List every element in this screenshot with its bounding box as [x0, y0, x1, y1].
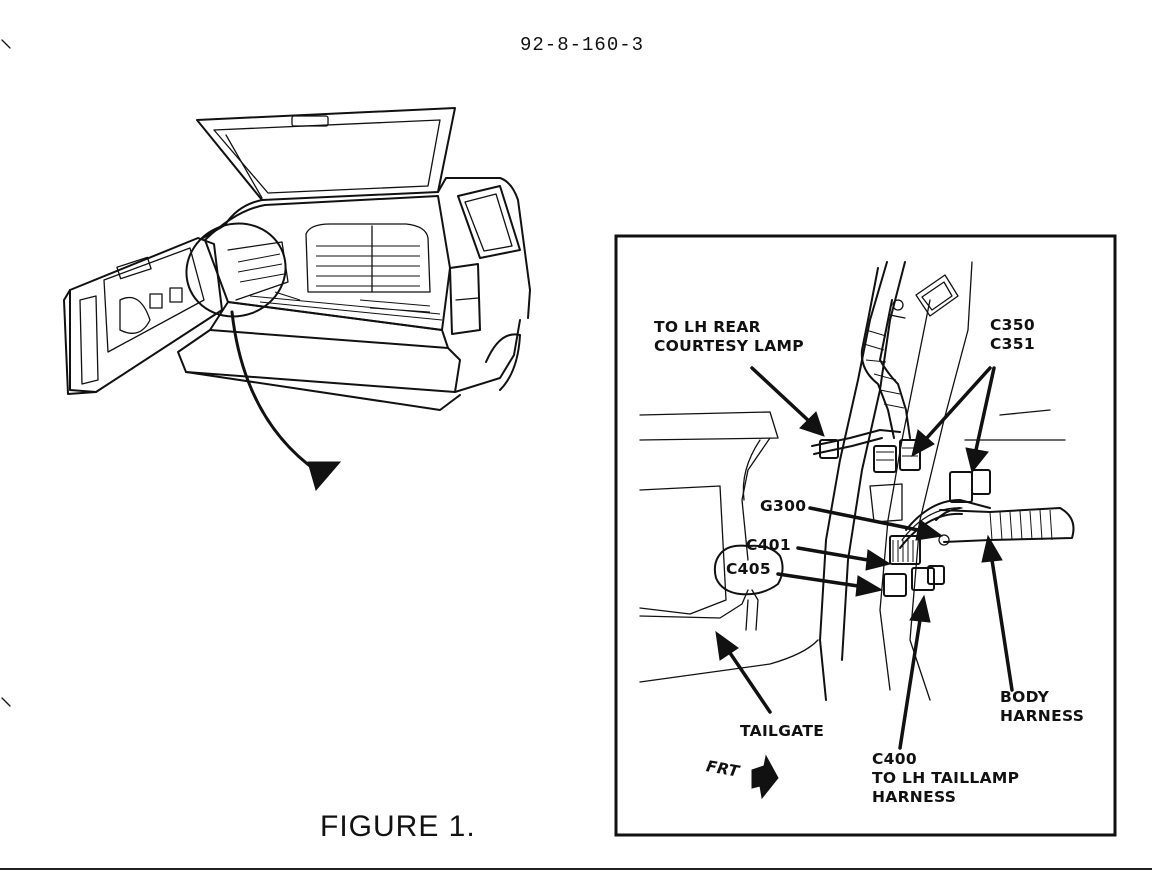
label-c400: C400 TO LH TAILLAMP HARNESS: [872, 750, 1019, 807]
detail-view-linework: [639, 261, 1075, 701]
label-line: C400: [872, 750, 917, 768]
c405-bubble: [713, 544, 784, 596]
label-c405: C405: [726, 560, 771, 578]
label-c401: C401: [746, 536, 791, 554]
margin-tick-bottom: [1, 697, 11, 707]
label-line: TO LH TAILLAMP: [872, 769, 1020, 787]
detail-circle: [185, 222, 287, 318]
label-line: BODY: [1000, 688, 1050, 706]
arrow-c351: [974, 366, 996, 452]
arrow-tailgate: [726, 648, 772, 714]
label-tailgate: TAILGATE: [740, 722, 825, 740]
vehicle-rear-illustration: [63, 107, 531, 492]
label-courtesy-lamp: TO LH REAR COURTESY LAMP: [654, 318, 804, 356]
label-c350: C350: [990, 316, 1035, 334]
arrow-c401: [796, 546, 870, 562]
arrow-c400: [898, 618, 922, 750]
label-c351: C351: [990, 335, 1035, 353]
arrow-courtesy-lamp: [750, 366, 812, 424]
arrow-body-harness: [990, 558, 1014, 692]
arrow-g300: [808, 506, 920, 532]
label-line: TO LH REAR: [654, 318, 761, 336]
label-c350-c351: C350 C351: [990, 316, 1035, 354]
figure-caption: FIGURE 1.: [320, 810, 476, 843]
front-direction-arrow: [751, 754, 779, 800]
callout-arrows: [713, 366, 1014, 800]
label-line: HARNESS: [872, 788, 957, 806]
open-tailgate: [69, 237, 223, 393]
label-g300: G300: [760, 497, 807, 515]
arrow-c350: [923, 366, 992, 442]
detail-pointer-arrow: [230, 310, 320, 474]
margin-tick-top: [1, 39, 11, 49]
detail-view-frame: [614, 234, 1117, 837]
arrow-c405: [776, 572, 860, 588]
label-body-harness: BODY HARNESS: [1000, 688, 1084, 726]
label-line: COURTESY LAMP: [654, 337, 804, 355]
bottom-rule: [0, 868, 1152, 870]
document-number: 92-8-160-3: [520, 34, 645, 56]
label-line: HARNESS: [1000, 707, 1085, 725]
